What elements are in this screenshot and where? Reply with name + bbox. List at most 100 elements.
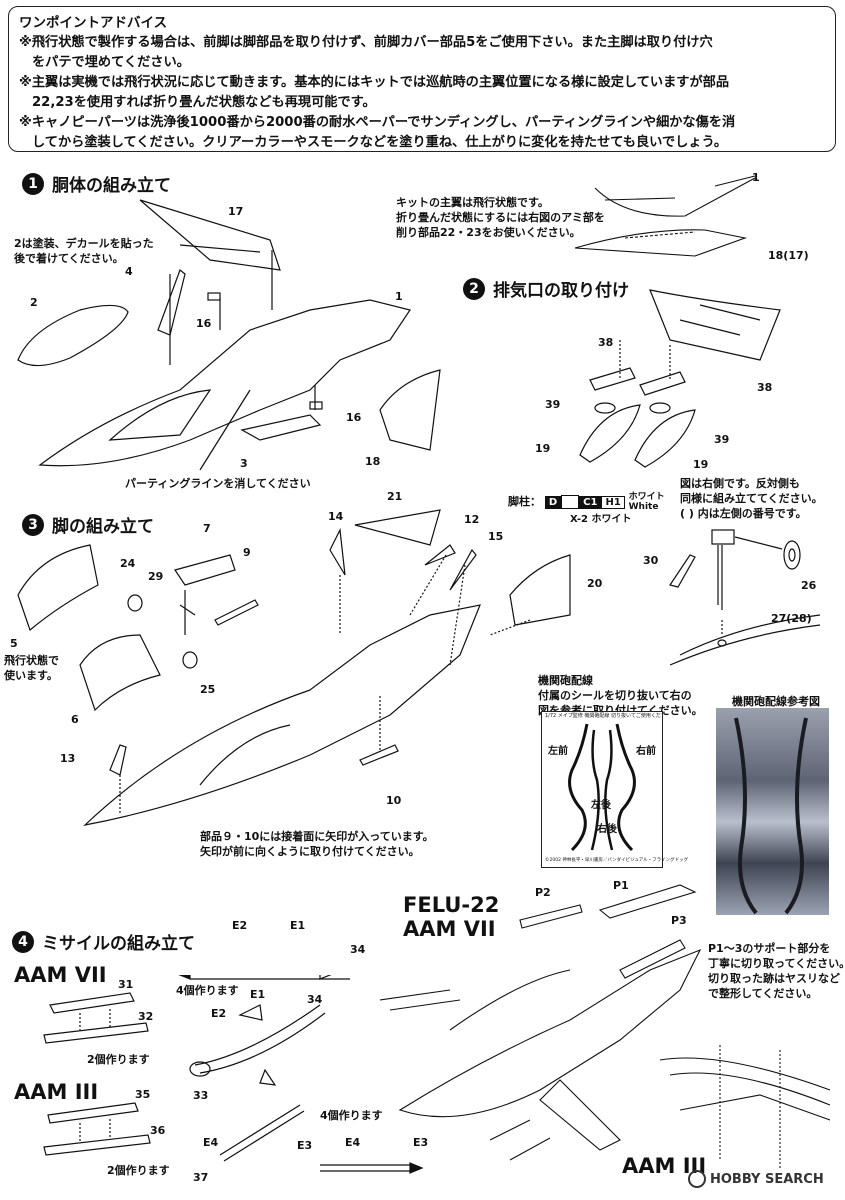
part-5-label: 5 [10, 637, 18, 650]
part-20-label: 20 [587, 577, 603, 590]
make-four-b: 4個作ります [320, 1109, 383, 1122]
advice-line-1a: ※飛行状態で製作する場合は、前脚は脚部品を取り付けず、前脚カバー部品5をご使用下… [19, 35, 713, 50]
leg-color-label: 脚柱： [508, 495, 541, 508]
step4-heading: 4 ミサイルの組み立て [12, 929, 195, 954]
advice-line-3b: してから塗装してください。クリアーカラーやスモークなどを塗り重ね、仕上がりに変化… [32, 135, 728, 150]
seal-copyright: ©2002 神林長平・早川書房／バンダイビジュアル・フライングドッグ [545, 858, 689, 863]
step3-heading: 3 脚の組み立て [22, 512, 154, 537]
part-6-label: 6 [71, 713, 79, 726]
step2-title: 排気口の取り付け [493, 281, 629, 301]
step4-number: 4 [12, 930, 34, 953]
aam7-title: AAM VII [14, 963, 107, 987]
felu-title: FELU-22 AAM VII [403, 893, 499, 941]
part-2-label: 2 [30, 296, 38, 309]
part-14-label: 14 [328, 510, 344, 523]
part-34a-label: 34 [350, 943, 366, 956]
part-16a-label: 16 [196, 317, 212, 330]
part-25-label: 25 [200, 683, 216, 696]
part-29-label: 29 [148, 570, 164, 583]
step1-decal-note: 2は塗装、デカールを貼った 後で着けてください。 [14, 237, 154, 265]
white-en: White [628, 502, 659, 512]
part-37-label: 37 [193, 1171, 209, 1184]
step1-heading: 1 胴体の組み立て [22, 171, 171, 196]
gun-photo-title: 機関砲配線参考図 [732, 695, 820, 708]
part-24-label: 24 [120, 557, 136, 570]
felu-title-1: FELU-22 [403, 893, 500, 917]
part-e1b-label: E1 [250, 988, 266, 1001]
part-7-label: 7 [203, 522, 211, 535]
seal-rear-left: 左後 [591, 800, 611, 811]
part-15-label: 15 [488, 530, 504, 543]
part-39a-label: 39 [545, 398, 561, 411]
advice-line-3a: ※キャノピーパーツは洗浄後1000番から2000番の耐水ペーパーでサンディングし… [19, 115, 736, 130]
part-16b-label: 16 [346, 411, 362, 424]
part-p1-label: P1 [613, 879, 629, 892]
felu-aircraft-diagram [379, 884, 831, 1170]
part-4-label: 4 [125, 265, 133, 278]
part-18-label: 18 [365, 455, 381, 468]
part-e2b-label: E2 [211, 1007, 227, 1020]
advice-title: ワンポイントアドバイス [19, 15, 168, 31]
seal-front-right: 右前 [636, 746, 656, 757]
missile-diagram [43, 975, 424, 1174]
make-four-a: 4個作ります [176, 984, 239, 997]
watermark-text: HOBBY SEARCH [710, 1171, 824, 1187]
step1-number: 1 [22, 172, 44, 195]
part-32-label: 32 [138, 1010, 154, 1023]
inset-part-18-label: 18(17) [768, 249, 809, 262]
felu-title-2: AAM VII [403, 917, 496, 941]
part-34b-label: 34 [307, 993, 323, 1006]
color-swatch-blank [561, 495, 580, 509]
x2-white-label: X-2 ホワイト [570, 514, 632, 525]
inset-part-1-label: 1 [752, 171, 760, 184]
folded-wing-inset [574, 175, 756, 257]
make-two-aam3: 2個作ります [107, 1164, 170, 1177]
advice-line-2b: 22,23を使用すれば折り畳んだ状態なども再現可能です。 [32, 95, 376, 110]
part-e1a-label: E1 [290, 919, 306, 932]
part-e3b-label: E3 [413, 1136, 429, 1149]
white-jp: ホワイト [628, 492, 665, 502]
part-39b-label: 39 [714, 433, 730, 446]
part-12-label: 12 [464, 513, 480, 526]
part-13-label: 13 [60, 752, 76, 765]
seal-rear-right: 右後 [597, 824, 617, 835]
photo-wiring-overlay [734, 717, 808, 915]
seal-front-left: 左前 [548, 746, 568, 757]
part-21-label: 21 [387, 490, 403, 503]
gun-wiring-reference-photo [716, 708, 829, 915]
seal-header: 1/72 メイプ監修 機関砲配線 切り抜いてご使用ください。 [545, 713, 662, 719]
gun-wiring-seal: 1/72 メイプ監修 機関砲配線 切り抜いてご使用ください。 左前 右前 左後 … [541, 711, 688, 868]
part-35-label: 35 [135, 1088, 151, 1101]
part-30-label: 30 [643, 554, 659, 567]
part-1-label: 1 [395, 290, 403, 303]
make-two-aam7: 2個作ります [87, 1053, 150, 1066]
advice-line-1b: をパテで埋めてください。 [32, 55, 190, 70]
part-19a-label: 19 [535, 442, 551, 455]
part-p2-label: P2 [535, 886, 551, 899]
part-17-label: 17 [228, 205, 244, 218]
parting-line-note: パーティングラインを消してください [125, 477, 311, 490]
support-cut-note: P1～3のサポート部分を 丁寧に切り取ってください。 切り取った跡はヤスリなど … [708, 942, 845, 1000]
color-swatch-d: D [544, 495, 562, 509]
fuselage-diagram [17, 199, 441, 471]
part-e4b-label: E4 [345, 1136, 361, 1149]
advice-box: ワンポイントアドバイス ※飛行状態で製作する場合は、前脚は脚部品を取り付けず、前… [8, 6, 836, 152]
part-26-label: 26 [801, 579, 817, 592]
part-10-label: 10 [386, 794, 402, 807]
arrow-note: 部品９・10には接着面に矢印が入っています。 矢印が前に向くように取り付けてくだ… [200, 830, 434, 858]
part-3-label: 3 [240, 457, 248, 470]
gun-wiring-title: 機関砲配線 [538, 674, 593, 687]
main-gear-diagram [669, 529, 821, 666]
part-19b-label: 19 [693, 458, 709, 471]
watermark-logo-icon [688, 1170, 706, 1188]
step1-title: 胴体の組み立て [52, 176, 171, 196]
step2-heading: 2 排気口の取り付け [463, 276, 629, 301]
step3-title: 脚の組み立て [52, 517, 154, 537]
part-p3-label: P3 [671, 914, 687, 927]
part-33-label: 33 [193, 1089, 209, 1102]
landing-gear-diagram [17, 509, 571, 826]
part-38a-label: 38 [598, 336, 614, 349]
part-27-label: 27(28) [771, 612, 812, 625]
step2-number: 2 [463, 277, 485, 300]
right-side-note: 図は右側です。反対側も 同様に組み立ててください。 ( ) 内は左側の番号です。 [680, 477, 823, 520]
